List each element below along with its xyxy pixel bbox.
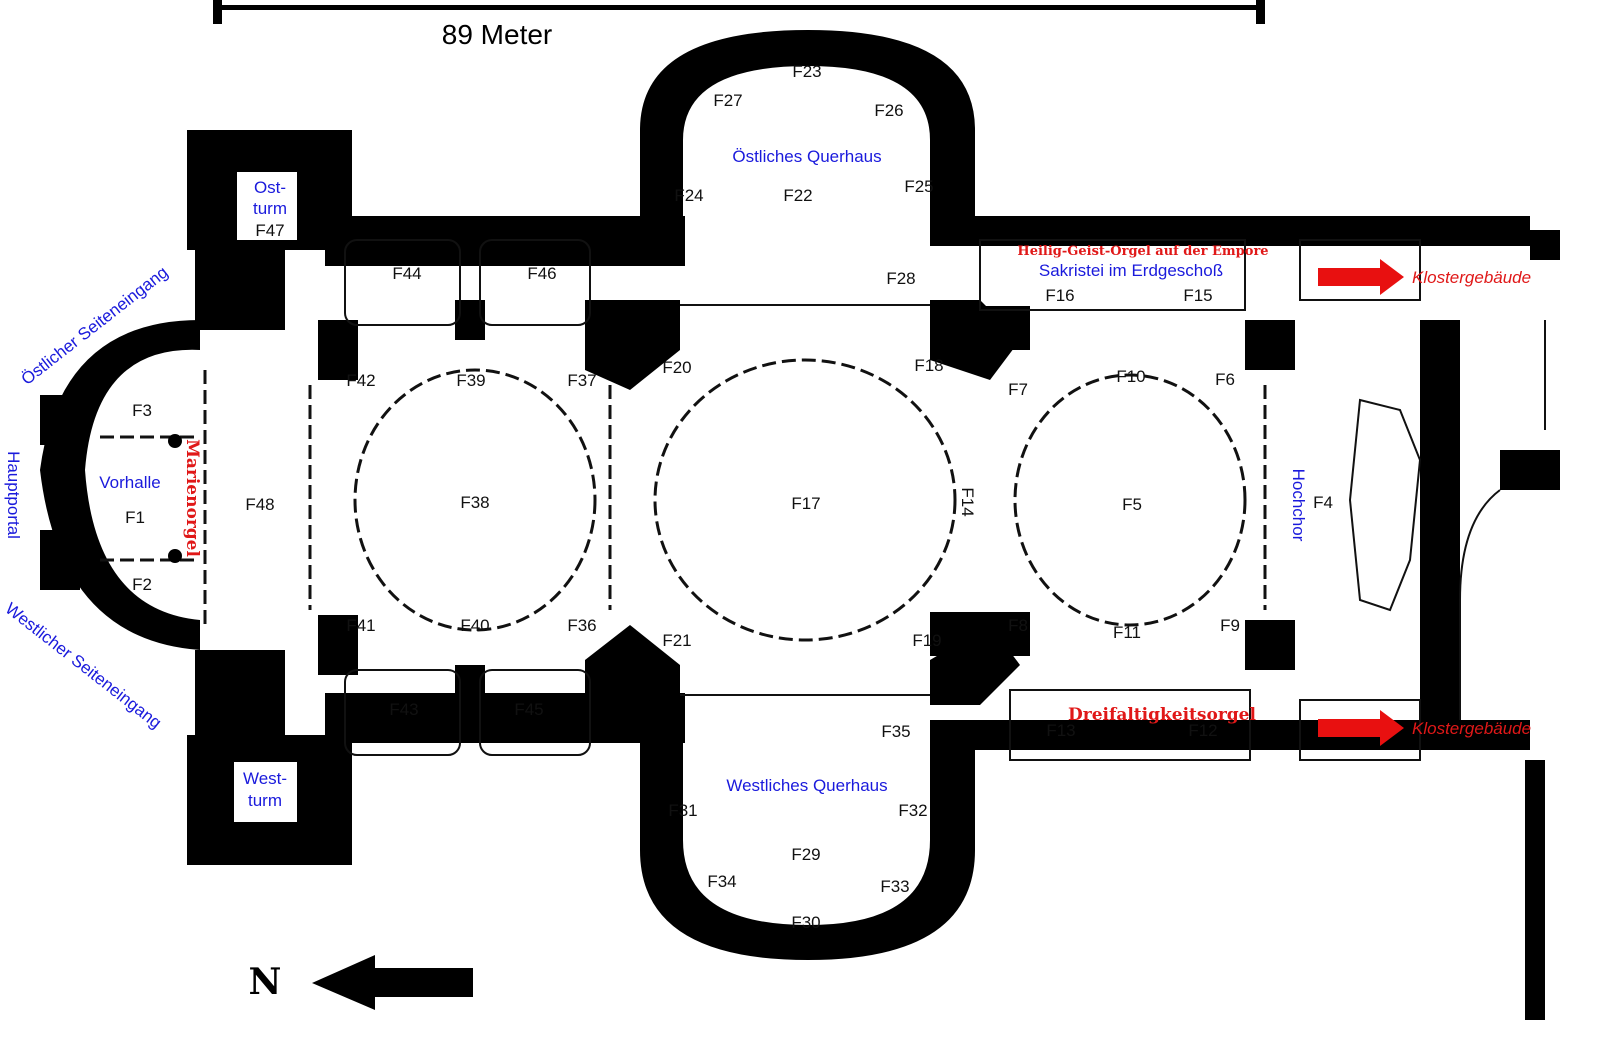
scale-label: 89 Meter	[442, 19, 553, 50]
field-label-f24: F24	[674, 186, 703, 205]
klostergebaeude-label-bottom: Klostergebäude	[1412, 719, 1531, 738]
dreifaltigkeitsorgel-label: Dreifaltigkeitsorgel	[1068, 705, 1256, 725]
field-label-f42: F42	[346, 371, 375, 390]
vorhalle-label: Vorhalle	[99, 473, 160, 492]
field-label-f44: F44	[392, 264, 421, 283]
westturm-label-line1: West-	[243, 769, 287, 788]
ostturm-label-line1: Ost-	[254, 178, 286, 197]
field-label-f34: F34	[707, 872, 736, 891]
klostergebaeude-label-top: Klostergebäude	[1412, 268, 1531, 287]
field-label-f33: F33	[880, 877, 909, 896]
field-label-f38: F38	[460, 493, 489, 512]
field-label-f43: F43	[389, 700, 418, 719]
pillar-dot	[168, 434, 182, 448]
field-label-f5: F5	[1122, 495, 1142, 514]
field-label-f13: F13	[1046, 721, 1075, 740]
field-label-f1: F1	[125, 508, 145, 527]
hauptportal-label: Hauptportal	[4, 451, 23, 539]
walls	[40, 30, 1560, 1020]
oestliches-querhaus-label: Östliches Querhaus	[732, 147, 881, 166]
field-label-f37: F37	[567, 371, 596, 390]
field-label-f28: F28	[886, 269, 915, 288]
field-label-f21: F21	[662, 631, 691, 650]
kloster-arrow-top	[1318, 259, 1404, 295]
outline-lines	[344, 239, 1546, 761]
marienorgel-label: Marienorgel	[182, 439, 202, 557]
field-label-f45: F45	[514, 700, 543, 719]
field-label-f20: F20	[662, 358, 691, 377]
field-label-f6: F6	[1215, 370, 1235, 389]
field-label-f22: F22	[783, 186, 812, 205]
field-label-f32: F32	[898, 801, 927, 820]
organ-labels: Heilig-Geist-Orgel auf der Empore Marien…	[182, 244, 1269, 725]
field-label-f46: F46	[527, 264, 556, 283]
field-label-f11: F11	[1113, 623, 1141, 642]
hochchor-label: Hochchor	[1289, 469, 1308, 542]
dashed-vaults	[100, 358, 1267, 642]
field-labels: F1 F2 F3 F4 F5 F6 F7 F8 F9 F10 F11 F12 F…	[125, 62, 1333, 932]
field-label-f31: F31	[668, 801, 697, 820]
ostturm-label-line2: turm	[253, 199, 287, 218]
field-label-f25: F25	[904, 177, 933, 196]
field-label-f39: F39	[456, 371, 485, 390]
field-label-f2: F2	[132, 575, 152, 594]
field-label-f19: F19	[912, 631, 941, 650]
field-label-f29: F29	[791, 845, 820, 864]
westturm-box	[234, 762, 297, 822]
field-label-f47-dark: F47	[255, 221, 284, 240]
field-label-f41: F41	[346, 616, 375, 635]
field-label-f14: F14	[958, 487, 977, 516]
pillar-dot	[168, 549, 182, 563]
field-label-f36: F36	[567, 616, 596, 635]
field-label-f9: F9	[1220, 616, 1240, 635]
field-label-f3: F3	[132, 401, 152, 420]
sakristei-label: Sakristei im Erdgeschoß	[1039, 261, 1223, 280]
ostturm-box	[237, 172, 297, 240]
field-label-f35: F35	[881, 722, 910, 741]
kloster-arrow-bottom	[1318, 710, 1404, 746]
field-label-f15: F15	[1183, 286, 1212, 305]
field-label-f27: F27	[713, 91, 742, 110]
field-label-f17: F17	[791, 494, 820, 513]
field-label-f7: F7	[1008, 380, 1028, 399]
field-label-f26: F26	[874, 101, 903, 120]
field-label-f23: F23	[792, 62, 821, 81]
field-label-f40: F40	[460, 616, 489, 635]
field-label-f48: F48	[245, 495, 274, 514]
westturm-label-line2: turm	[248, 791, 282, 810]
scale-bar	[213, 0, 1265, 24]
north-letter: N	[249, 961, 282, 1003]
field-label-f4: F4	[1313, 493, 1333, 512]
field-label-f16: F16	[1045, 286, 1074, 305]
field-label-f12: F12	[1188, 721, 1217, 740]
field-label-f10: F10	[1116, 367, 1145, 386]
field-label-f18: F18	[914, 356, 943, 375]
westliches-querhaus-label: Westliches Querhaus	[726, 776, 887, 795]
field-label-f8: F8	[1008, 616, 1028, 635]
heilig-geist-orgel-label: Heilig-Geist-Orgel auf der Empore	[1017, 244, 1268, 259]
field-label-f30: F30	[791, 913, 820, 932]
north-arrow-icon	[312, 955, 473, 1010]
